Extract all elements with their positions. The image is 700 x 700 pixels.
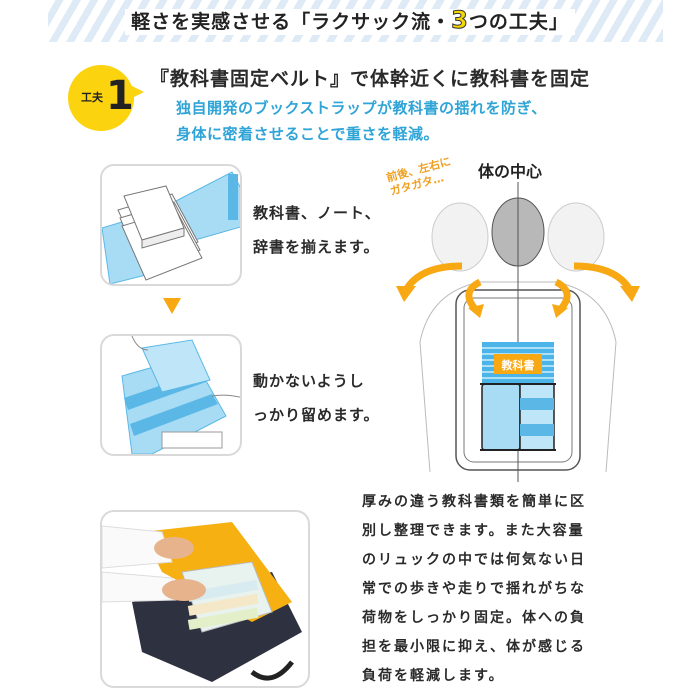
badge-tail bbox=[130, 85, 144, 99]
book-label: 教科書 bbox=[501, 358, 535, 372]
title-number: 3 bbox=[451, 6, 469, 35]
body-backpack-diagram: 教科書 bbox=[396, 182, 640, 482]
description-line: 担を最小限に抑え、体が感じる bbox=[362, 639, 586, 655]
books-stack-icon bbox=[102, 171, 240, 284]
strap-fastening-icon bbox=[121, 336, 240, 454]
step2-text: 動かないようし っかり留めます。 bbox=[253, 364, 380, 432]
step2-line1: 動かないようし bbox=[253, 372, 365, 390]
title-prefix: 軽さを実感させる「ラクサック流・ bbox=[131, 11, 452, 33]
feature-subtitle-line1: 独自開発のブックストラップが教科書の揺れを防ぎ、 bbox=[176, 99, 547, 117]
feature-subtitle-line2: 身体に密着させることで重さを軽減。 bbox=[176, 125, 440, 143]
step1-line2: 辞書を揃えます。 bbox=[253, 238, 380, 256]
step2-line2: っかり留めます。 bbox=[253, 406, 380, 424]
description-text: 厚みの違う教科書類を簡単に区 別し整理できます。また大容量 のリュックの中では何… bbox=[362, 488, 586, 691]
description-line: のリュックの中では何気ない日 bbox=[362, 552, 586, 568]
feature-title: 『教科書固定ベルト』で体幹近くに教科書を固定 bbox=[150, 68, 591, 90]
description-line: 厚みの違う教科書類を簡単に区 bbox=[362, 494, 586, 510]
description-line: 荷物をしっかり固定。体への負 bbox=[362, 610, 586, 626]
open-backpack-icon bbox=[102, 522, 302, 682]
step1-text: 教科書、ノート、 辞書を揃えます。 bbox=[253, 196, 381, 264]
description-line: 負荷を軽減します。 bbox=[362, 668, 505, 684]
title-suffix: つの工夫」 bbox=[468, 11, 569, 33]
page-title: 軽さを実感させる「ラクサック流・3つの工夫」 bbox=[0, 6, 700, 35]
backpack-photo bbox=[100, 510, 310, 688]
description-line: 別し整理できます。また大容量 bbox=[362, 523, 585, 539]
step2-illustration bbox=[100, 334, 242, 456]
arrow-down-icon bbox=[163, 298, 181, 314]
badge-label: 工夫 bbox=[81, 91, 103, 104]
step1-line1: 教科書、ノート、 bbox=[253, 204, 381, 222]
body-center-label: 体の中心 bbox=[478, 162, 543, 181]
feature-badge: 工夫 1 bbox=[68, 65, 134, 131]
description-line: 常での歩きや走りで揺れがちな bbox=[362, 581, 586, 597]
badge-number: 1 bbox=[106, 73, 134, 119]
step1-illustration bbox=[100, 164, 242, 286]
feature-subtitle: 独自開発のブックストラップが教科書の揺れを防ぎ、 身体に密着させることで重さを軽… bbox=[176, 95, 547, 147]
